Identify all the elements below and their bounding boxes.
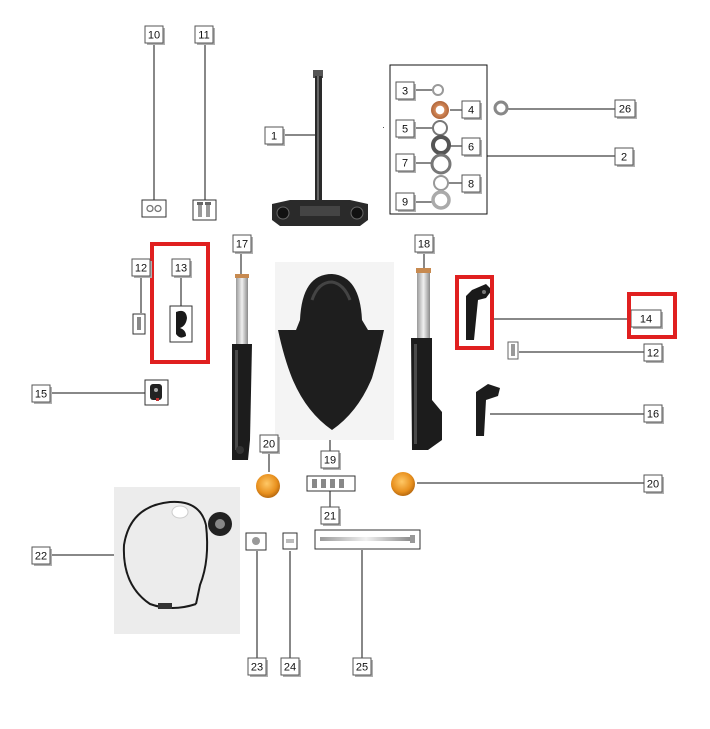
- callout-number: 12: [135, 263, 147, 275]
- part-15-grommet: [144, 379, 169, 406]
- callout-number: 20: [263, 439, 275, 451]
- callout-number: 23: [251, 662, 263, 674]
- callout-number: 25: [356, 662, 368, 674]
- part-16-bracket: [476, 384, 500, 436]
- part-14-bracket: [466, 284, 492, 340]
- part-22-speedometer-cable: [114, 487, 240, 634]
- callout-c9: 9: [395, 192, 416, 212]
- part-25-axle: [314, 529, 421, 550]
- callout-c13: 13: [171, 258, 192, 278]
- part-1-steering-stem: [272, 70, 368, 226]
- highlight-box-14-label: [627, 292, 677, 339]
- part-26-nut: [493, 100, 509, 116]
- callout-c4: 4: [461, 100, 482, 120]
- callout-c19: 19: [320, 450, 341, 470]
- callout-c3: 3: [395, 81, 416, 101]
- callout-c21: 21: [320, 506, 341, 526]
- part-12-bolt-right: [507, 341, 519, 360]
- bearing-set-frame: [389, 64, 488, 215]
- callout-c6: 6: [461, 137, 482, 157]
- part-19-front-fender: [275, 262, 394, 440]
- callout-number: 12: [647, 348, 659, 360]
- part-21-screws: [306, 475, 356, 492]
- callout-c14: 14: [630, 309, 663, 329]
- callout-number: 16: [647, 409, 659, 421]
- callout-number: 13: [175, 263, 187, 275]
- callout-c2: 2: [614, 147, 635, 167]
- callout-number: 5: [402, 124, 408, 136]
- callout-c24: 24: [280, 657, 301, 677]
- part-4-bearing: [431, 101, 449, 119]
- callout-c15: 15: [31, 384, 52, 404]
- part-3-ring: [432, 84, 444, 96]
- part-20-reflector-right: [391, 472, 415, 496]
- callout-c5: 5: [395, 119, 416, 139]
- callout-number: 26: [619, 104, 631, 116]
- stray-dot: [383, 127, 384, 128]
- callout-c20b: 20: [643, 474, 664, 494]
- callout-c11: 11: [194, 25, 215, 45]
- callout-number: 14: [640, 314, 652, 326]
- callout-number: 7: [402, 158, 408, 170]
- callout-number: 6: [468, 142, 474, 154]
- callout-number: 8: [468, 179, 474, 191]
- callout-c17: 17: [232, 234, 253, 254]
- part-5-ring: [432, 120, 448, 136]
- callout-c16: 16: [643, 404, 664, 424]
- callout-c10: 10: [144, 25, 165, 45]
- part-9-washer: [431, 190, 451, 210]
- callout-number: 3: [402, 86, 408, 98]
- part-13-clip: [169, 305, 193, 343]
- callout-number: 9: [402, 197, 408, 209]
- part-11-bolts: [192, 199, 217, 221]
- part-8-ring: [433, 175, 449, 191]
- callout-number: 4: [468, 105, 474, 117]
- highlight-box-13: [150, 242, 210, 364]
- callout-number: 11: [198, 30, 209, 42]
- callout-c22: 22: [31, 546, 52, 566]
- callout-c23: 23: [247, 657, 268, 677]
- callout-number: 10: [148, 30, 160, 42]
- part-20-reflector-left: [256, 474, 280, 498]
- part-18-fork-leg-right: [411, 268, 442, 450]
- part-24-spacer: [282, 532, 298, 550]
- callout-number: 17: [236, 239, 248, 251]
- callout-c25: 25: [352, 657, 373, 677]
- callout-c8: 8: [461, 174, 482, 194]
- callout-number: 18: [418, 239, 430, 251]
- callout-c20a: 20: [259, 434, 280, 454]
- part-6-race: [431, 135, 451, 155]
- part-7-race: [430, 153, 452, 175]
- callout-number: 20: [647, 479, 659, 491]
- part-23-nut: [245, 532, 267, 551]
- callout-number: 19: [324, 455, 336, 467]
- callout-c18: 18: [414, 234, 435, 254]
- part-17-fork-leg-left: [232, 274, 252, 460]
- part-10-washers: [141, 199, 167, 218]
- callout-number: 21: [324, 511, 336, 523]
- callout-c12b: 12: [643, 343, 664, 363]
- callout-number: 15: [35, 389, 47, 401]
- callout-number: 24: [284, 662, 296, 674]
- callout-number: 1: [271, 131, 277, 143]
- callout-c26: 26: [614, 99, 637, 119]
- callout-c12a: 12: [131, 258, 152, 278]
- part-12-bolt-left: [132, 313, 146, 335]
- callout-c1: 1: [264, 126, 285, 146]
- callout-number: 2: [621, 152, 627, 164]
- highlight-box-14-part: [455, 275, 494, 350]
- callout-c7: 7: [395, 153, 416, 173]
- callout-number: 22: [35, 551, 47, 563]
